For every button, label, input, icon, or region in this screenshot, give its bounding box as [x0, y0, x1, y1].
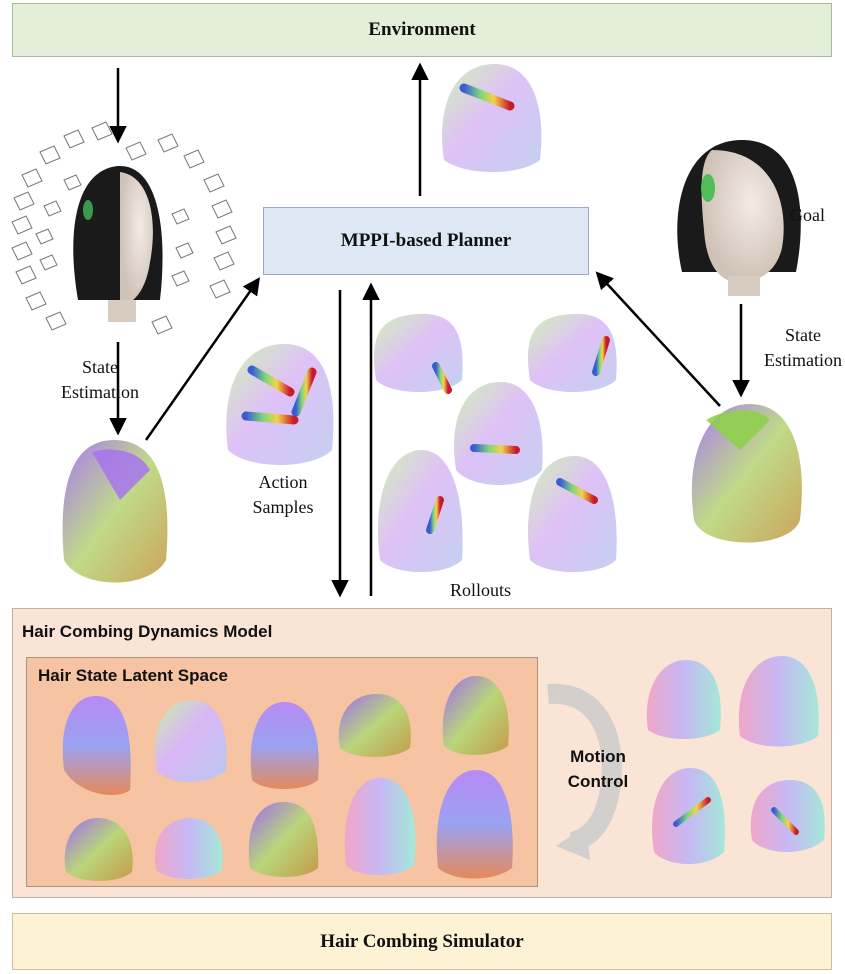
- action-samples-line2: Samples: [252, 497, 314, 517]
- state-estimation-left-line2: Estimation: [61, 382, 139, 402]
- environment-box: Environment: [12, 3, 832, 57]
- planner-box: MPPI-based Planner: [263, 207, 589, 275]
- state-estimation-right-label: State Estimation: [758, 323, 845, 373]
- action-samples-label: Action Samples: [228, 470, 338, 520]
- state-estimation-left-line1: State: [82, 357, 118, 377]
- dynamics-model-label: Hair Combing Dynamics Model: [22, 622, 273, 641]
- goal-label: Goal: [790, 205, 825, 225]
- state-estimation-right-line1: State: [785, 325, 821, 345]
- action-samples-line1: Action: [258, 472, 308, 492]
- motion-control-line1: Motion: [570, 747, 626, 766]
- planner-label: MPPI-based Planner: [340, 230, 512, 251]
- state-estimation-left-label: State Estimation: [40, 355, 160, 405]
- latent-space-label: Hair State Latent Space: [38, 666, 228, 685]
- motion-control-label: Motion Control: [556, 744, 640, 794]
- simulator-label: Hair Combing Simulator: [320, 930, 524, 952]
- motion-control-line2: Control: [567, 772, 629, 791]
- simulator-box: Hair Combing Simulator: [12, 913, 832, 970]
- state-estimation-right-line2: Estimation: [764, 350, 842, 370]
- environment-label: Environment: [368, 19, 476, 40]
- rollouts-label: Rollouts: [450, 580, 512, 600]
